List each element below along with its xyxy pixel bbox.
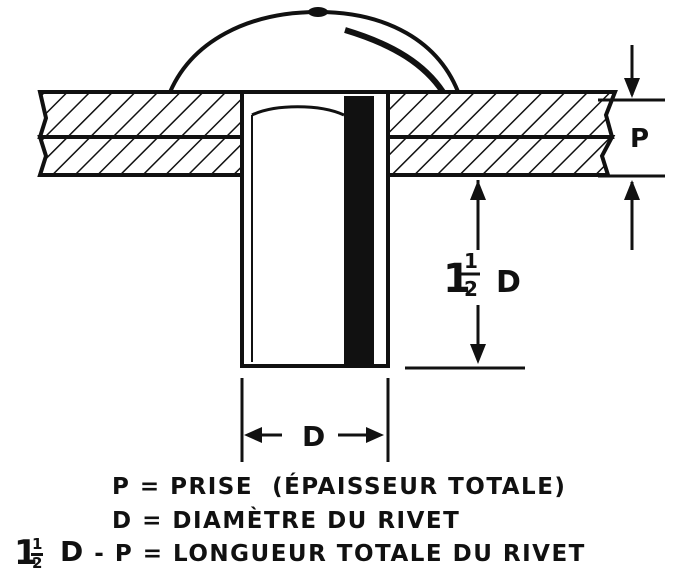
dimension-shank-length bbox=[405, 180, 525, 370]
rivet-shank bbox=[240, 90, 390, 368]
plate-left bbox=[37, 90, 244, 177]
label-shank-num: 1 bbox=[464, 249, 478, 273]
label-d: D bbox=[302, 420, 325, 453]
plate-right bbox=[386, 90, 618, 177]
rivet-head-highlight bbox=[344, 27, 446, 94]
dimension-d bbox=[240, 378, 390, 462]
rivet-head bbox=[165, 9, 463, 99]
label-shank-d: D bbox=[496, 265, 521, 300]
rivet-head-tip bbox=[308, 7, 328, 17]
label-p: P bbox=[630, 124, 649, 154]
label-shank-den: 2 bbox=[464, 277, 478, 301]
label-shank-one: 1 bbox=[443, 256, 471, 302]
dimension-p bbox=[598, 45, 665, 250]
